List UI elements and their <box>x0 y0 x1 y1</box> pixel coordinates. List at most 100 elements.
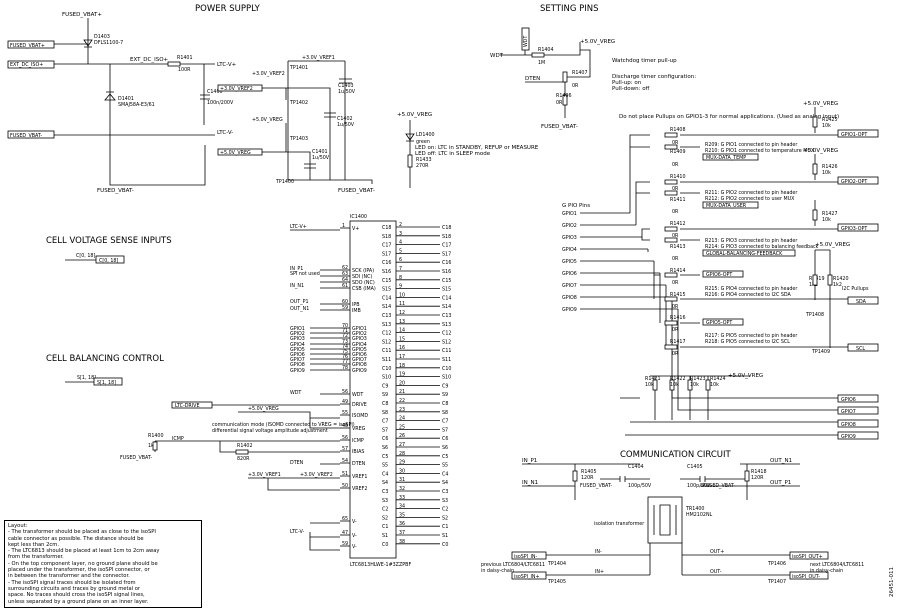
port-isospi-out-plus <box>789 551 829 560</box>
transformer-tr1400 <box>647 496 683 544</box>
port-global-balancing <box>702 249 796 257</box>
layout-note-line: in between the transformer and the conne… <box>8 573 130 580</box>
ic-right-net-label: C11 <box>442 348 451 354</box>
port-gpio5-opt-label: GPIO5-OPT <box>706 320 732 326</box>
ic-right-pin-name: C16 <box>382 260 391 266</box>
gpio-series-resistor <box>664 320 678 326</box>
port-gpio9 <box>837 431 879 440</box>
net-ic-vref1: +3.0V_VREF1 <box>248 472 281 478</box>
ic-left-pin-num: 64 <box>342 277 348 283</box>
gpio-line-label: GPIO1 <box>562 211 577 217</box>
port-fused-vbat-plus-label: FUSED_VBAT+ <box>10 43 45 49</box>
bus-c-port-label: C[0, 18] <box>99 258 118 264</box>
val-r1410: 0R <box>672 186 679 192</box>
ic-body <box>349 220 397 559</box>
ic-right-pin-name: S3 <box>382 498 388 504</box>
note-prev-daisy: in daisy-chain <box>481 568 514 574</box>
label-i2c-pullups: I2C Pullups <box>842 286 869 292</box>
net-ic-vreg-left: +5.0V_VREG <box>248 406 279 412</box>
port-sda-label: SDA <box>856 299 867 305</box>
ic-gpio-net: GPIO4 <box>290 342 305 348</box>
note-discharge-pullup: Pull-up: on <box>612 80 642 86</box>
ic-right-pin-num: 21 <box>399 389 405 395</box>
note-r218: R218: G PIO5 connected to I2C SCL <box>705 339 790 345</box>
layout-note-line: - The transformer should be placed as cl… <box>8 529 156 536</box>
val-r1404: 1M <box>538 60 545 66</box>
ic-left-pin-num: 73 <box>342 339 348 345</box>
ic-left-pin-name: V- <box>352 544 357 550</box>
net-vreg-led: +5.0V_VREG <box>397 112 432 118</box>
gpio-series-resistor <box>664 190 678 196</box>
val-c1402: 1u/50V <box>337 122 355 128</box>
layout-note-line: cable connector as possible. The distanc… <box>8 535 144 542</box>
ref-c1400: C1400 <box>207 89 223 95</box>
ref-r1423: R1423 <box>690 376 706 382</box>
val-d1403: DFLS1100-7 <box>94 40 123 46</box>
ref-r1407: R1407 <box>572 70 588 76</box>
ref-tp1405: TP1405 <box>547 579 566 585</box>
port-scl <box>847 343 879 352</box>
ic-right-pin-name: C1 <box>382 524 388 530</box>
title-setting-pins: SETTING PINS <box>540 4 599 14</box>
note-prev-ltc: previous LTC6804/LTC6811 <box>481 562 545 568</box>
gpio-line-label: GPIO7 <box>562 283 577 289</box>
ic-right-pin-num: 30 <box>399 468 405 474</box>
ic-right-pin-name: S5 <box>382 463 388 469</box>
ic-right-pin-num: 12 <box>399 310 405 316</box>
ref-c1402: C1402 <box>337 116 353 122</box>
gpio-line-label: GPIO9 <box>562 307 577 313</box>
gpio-series-resistor <box>664 237 678 243</box>
port-gpio3-opt-label: GPIO3-OPT <box>841 226 867 232</box>
layout-note-line: placed under the transformer, the isoSPI… <box>8 567 150 574</box>
val-r1401: 100R <box>178 67 191 73</box>
layout-note-line: surrounding circuits and traces by groun… <box>8 585 141 592</box>
ref-d1403: D1403 <box>94 34 110 40</box>
port-gpio6 <box>837 394 879 403</box>
title-communication: COMMUNICATION CIRCUIT <box>620 450 732 460</box>
ic-gpio-net: GPIO7 <box>290 357 305 363</box>
ic-left-pin-num: 60 <box>342 299 348 305</box>
ic-gpio-net: GPIO5 <box>290 347 305 353</box>
ic-right-pin-num: 11 <box>399 301 405 307</box>
ic-right-pin-name: C6 <box>382 436 388 442</box>
note-next-ltc: next LTC6804/LTC6811 <box>810 562 864 568</box>
ic-left-pin-name: GPIO9 <box>352 368 367 374</box>
ref-r1400: R1400 <box>148 433 164 439</box>
ic-right-pin-num: 8 <box>399 275 402 281</box>
port-gpio5-opt <box>702 318 744 326</box>
val-r1418: 120R <box>751 475 764 481</box>
val-tr1400: HM2102NL <box>686 512 713 518</box>
ref-r1416: R1416 <box>670 315 686 321</box>
ic-right-pin-name: C2 <box>382 507 388 513</box>
net-ic-ltc-vminus: LTC-V- <box>290 529 304 535</box>
gpio-line-label: GPIO6 <box>562 271 577 277</box>
val-r1409: 0R <box>672 162 679 168</box>
ref-r1405: R1405 <box>581 469 597 475</box>
net-vreg: +5.0V_VREG <box>252 117 283 123</box>
net-ic-in-p1: IN_P1 <box>290 266 303 272</box>
comm-in-minus: IN- <box>595 549 602 555</box>
ic-right-net-label: C14 <box>442 295 451 301</box>
port-fused-vbat-minus-label: FUSED_VBAT- <box>10 133 42 139</box>
title-power-supply: POWER SUPPLY <box>195 4 261 14</box>
note-r215: R215: G PIO4 connected to pin header <box>705 286 797 292</box>
ic-right-net-label: C10 <box>442 366 451 372</box>
ref-tp1408: TP1408 <box>805 312 824 318</box>
port-isospi-in-minus-label: isoSPI_IN- <box>514 554 538 560</box>
val-c1403: 1u/50V <box>338 89 356 95</box>
ic-right-pin-name: S15 <box>382 287 391 293</box>
ic-left-pin-name: V- <box>352 519 357 525</box>
ic-ref: IC1400 <box>350 214 367 220</box>
ref-r1413: R1413 <box>670 244 686 250</box>
val-c1405: 100p/50V <box>687 483 711 489</box>
val-r1420: 1k2 <box>833 282 842 288</box>
ic-right-pin-num: 22 <box>399 398 405 404</box>
ic-right-net-label: C13 <box>442 313 451 319</box>
power-supply-section: FUSED_VBAT+ FUSED_VBAT+ D1403 DFLS1100-7… <box>7 12 539 194</box>
ic-left-pin-num: 49 <box>342 399 348 405</box>
ic-right-pin-name: S4 <box>382 480 388 486</box>
ref-r1402: R1402 <box>237 443 253 449</box>
ic-comm-note-2: differential signal voltage amplitude ad… <box>212 428 328 434</box>
